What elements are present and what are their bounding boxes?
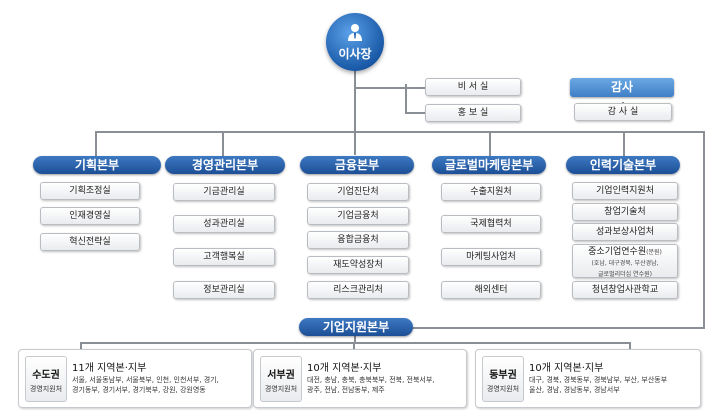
unit-box[interactable]: 리스크관리처: [307, 281, 409, 299]
unit-box[interactable]: 성과보상사업처: [572, 223, 678, 241]
region-desc: 서울, 서울동남부, 서울북부, 인천, 인천서부, 경기, 경기동부, 경기서…: [72, 375, 219, 395]
unit-box[interactable]: 기업금융처: [307, 207, 409, 225]
region-sub: 경영지원처: [29, 385, 63, 393]
unit-box[interactable]: 인재경영실: [40, 207, 140, 225]
division-management[interactable]: 경영관리본부: [165, 156, 285, 174]
region-sub: 경영지원처: [264, 385, 298, 393]
division-planning[interactable]: 기획본부: [33, 156, 161, 174]
training-institute-title: 중소기업연수원: [588, 247, 647, 257]
audit-header[interactable]: 감사: [570, 78, 674, 97]
unit-box[interactable]: 해외센터: [441, 281, 541, 299]
unit-box[interactable]: 기업진단처: [307, 183, 409, 201]
connector: [405, 84, 407, 114]
unit-box[interactable]: 기업인력지원처: [572, 182, 678, 200]
region-name: 동부권: [489, 370, 517, 381]
connector: [489, 131, 491, 157]
unit-box[interactable]: 융합금융처: [307, 231, 409, 249]
connector: [703, 131, 705, 329]
unit-box[interactable]: 기금관리실: [173, 183, 275, 201]
audit-office[interactable]: 감 사 실: [574, 103, 672, 121]
training-institute-branches-2: 글로벌리더십 연수원): [598, 271, 652, 278]
pr-office[interactable]: 홍 보 실: [425, 104, 521, 122]
region-label: 동부권 경영지원처: [482, 356, 524, 402]
division-global-marketing[interactable]: 글로벌마케팅본부: [432, 156, 546, 174]
unit-box[interactable]: 국제협력처: [441, 215, 541, 233]
unit-box[interactable]: 재도약성장처: [307, 256, 409, 274]
region-label: 수도권 경영지원처: [25, 356, 67, 402]
connector: [401, 327, 704, 329]
connector: [80, 342, 82, 350]
unit-box[interactable]: 기획조정실: [40, 182, 140, 200]
training-institute-box[interactable]: 중소기업연수원(분원) (호남, 대구경북, 부산경남, 글로벌리더십 연수원): [572, 244, 678, 278]
region-title: 10개 지역본·지부: [529, 363, 604, 374]
secretary-office[interactable]: 비 서 실: [425, 78, 521, 96]
region-desc-line: 경기동부, 경기서부, 경기북부, 강원, 강원영동: [72, 386, 206, 394]
region-title: 10개 지역본·지부: [307, 363, 382, 374]
connector: [222, 131, 224, 157]
training-institute-tag: (분원): [646, 249, 662, 256]
connector: [405, 112, 425, 114]
connector: [354, 335, 356, 343]
unit-box[interactable]: 정보관리실: [173, 281, 275, 299]
unit-box[interactable]: 창업기술처: [572, 203, 678, 221]
unit-box[interactable]: 수출지원처: [441, 183, 541, 201]
connector: [95, 131, 97, 157]
person-icon: [348, 24, 362, 41]
region-sub: 경영지원처: [486, 385, 520, 393]
connector: [95, 131, 704, 133]
connector: [629, 342, 631, 350]
division-finance[interactable]: 금융본부: [300, 156, 414, 174]
connector: [353, 342, 355, 350]
region-name: 서부권: [267, 370, 295, 381]
chairman-label: 이사장: [338, 47, 372, 61]
region-desc-line: 서울, 서울동남부, 서울북부, 인천, 인천서부, 경기,: [72, 376, 219, 384]
region-name: 수도권: [32, 370, 60, 381]
chairman-node[interactable]: 이사장: [326, 13, 384, 71]
region-label: 서부권 경영지원처: [260, 356, 302, 402]
region-desc: 대구, 경북, 경북동부, 경북남부, 부산, 부산동부 울산, 경남, 경남동…: [529, 375, 667, 395]
region-desc-line: 울산, 경남, 경남동부, 경남서부: [529, 386, 620, 394]
region-capital[interactable]: 수도권 경영지원처 11개 지역본·지부 서울, 서울동남부, 서울북부, 인천…: [18, 349, 252, 408]
region-desc: 대전, 충남, 충북, 충북북부, 전북, 전북서부, 광주, 전남, 전남동부…: [307, 375, 435, 395]
region-title: 11개 지역본·지부: [72, 363, 147, 374]
region-west[interactable]: 서부권 경영지원처 10개 지역본·지부 대전, 충남, 충북, 충북북부, 전…: [253, 349, 467, 408]
region-desc-line: 대구, 경북, 경북동부, 경북남부, 부산, 부산동부: [529, 376, 668, 384]
connector: [355, 87, 425, 89]
connector: [354, 70, 356, 155]
division-business-support[interactable]: 기업지원본부: [299, 318, 413, 336]
connector: [80, 342, 630, 344]
region-east[interactable]: 동부권 경영지원처 10개 지역본·지부 대구, 경북, 경북동부, 경북남부,…: [475, 349, 701, 408]
region-desc-line: 대전, 충남, 충북, 충북북부, 전북, 전북서부,: [307, 376, 435, 384]
unit-box[interactable]: 혁신전략실: [40, 233, 140, 251]
region-desc-line: 광주, 전남, 전남동부, 제주: [307, 386, 385, 394]
unit-box[interactable]: 고객행복실: [173, 248, 275, 266]
unit-box[interactable]: 마케팅사업처: [441, 248, 541, 266]
division-hr-tech[interactable]: 인력기술본부: [566, 156, 680, 174]
unit-box[interactable]: 청년창업사관학교: [572, 281, 678, 299]
unit-box[interactable]: 성과관리실: [173, 215, 275, 233]
training-institute-branches: (호남, 대구경북, 부산경남,: [591, 260, 659, 267]
connector: [623, 131, 625, 157]
